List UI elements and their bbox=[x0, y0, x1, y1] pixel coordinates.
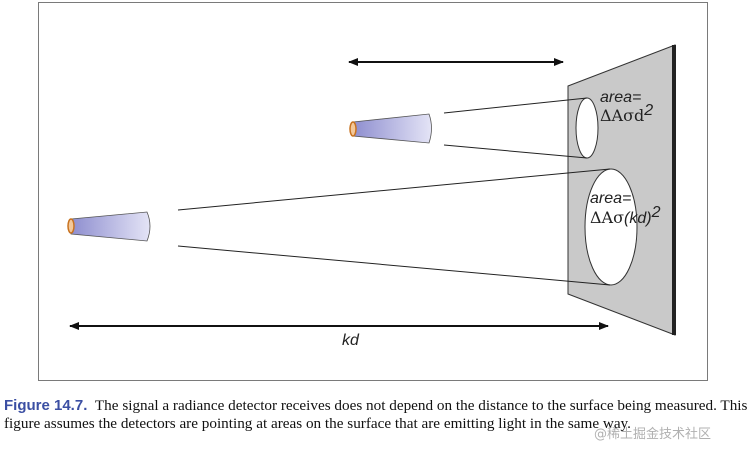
far-area-ellipse bbox=[584, 168, 638, 286]
far-area-formula: ΔAσ(kd)2 bbox=[590, 204, 661, 227]
near-area-label: area= bbox=[600, 89, 641, 106]
far-detector-cone-icon bbox=[67, 211, 151, 242]
watermark: @稀土掘金技术社区 bbox=[594, 427, 712, 442]
far-area-formula-kd: (kd) bbox=[624, 210, 652, 227]
near-area-formula: ΔAσd2 bbox=[600, 102, 653, 125]
caption-text: The signal a radiance detector receives … bbox=[4, 397, 748, 432]
near-sightline-top bbox=[443, 97, 588, 114]
figure-caption: Figure 14.7. The signal a radiance detec… bbox=[4, 397, 748, 433]
near-area-formula-sup: 2 bbox=[643, 102, 653, 119]
far-sightline-top bbox=[177, 168, 611, 211]
near-sightline-bottom bbox=[443, 144, 588, 159]
figure-number: Figure 14.7. bbox=[4, 397, 88, 414]
near-detector-cone-icon bbox=[349, 113, 432, 144]
distance-kd-label: kd bbox=[342, 332, 360, 349]
far-area-formula-sup: 2 bbox=[651, 204, 661, 221]
far-area-label: area= bbox=[590, 190, 631, 207]
far-sightline-bottom bbox=[177, 245, 611, 286]
far-area-formula-main: ΔAσ bbox=[590, 208, 624, 227]
near-area-ellipse bbox=[575, 97, 599, 159]
radiance-diagram: kd area= ΔAσd2 area= ΔAσ(kd)2 bbox=[67, 44, 676, 349]
near-area-formula-main: ΔAσd bbox=[600, 106, 644, 125]
